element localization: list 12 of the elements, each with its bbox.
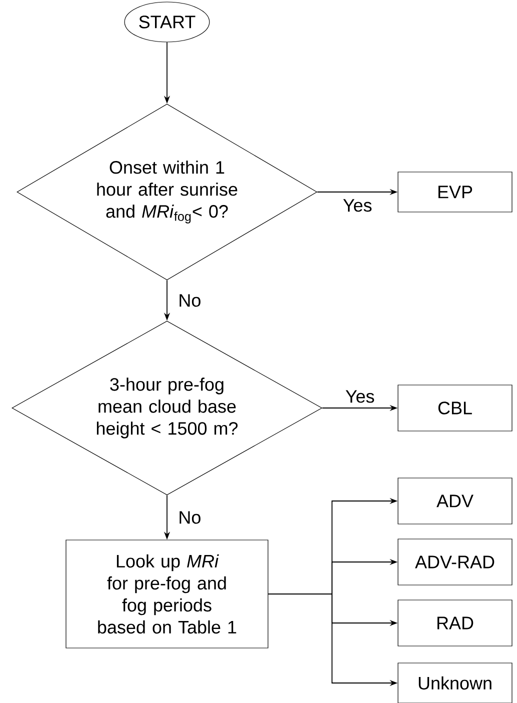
process-box: CBL — [398, 384, 512, 432]
process-box: Unknown — [398, 662, 512, 703]
edge-label: No — [180, 294, 200, 307]
edge-label: Yes — [343, 199, 372, 212]
start-oval: START — [124, 2, 210, 42]
process-box: EVP — [398, 172, 512, 212]
process-box: ADV-RAD — [398, 538, 512, 586]
process-box: Look up MRi for pre-fog and fog periods based on Table 1 — [66, 540, 268, 648]
process-box: RAD — [398, 600, 512, 646]
edge-label: Yes — [346, 390, 374, 403]
edge-label: No — [180, 511, 200, 524]
process-box: ADV — [398, 478, 512, 524]
